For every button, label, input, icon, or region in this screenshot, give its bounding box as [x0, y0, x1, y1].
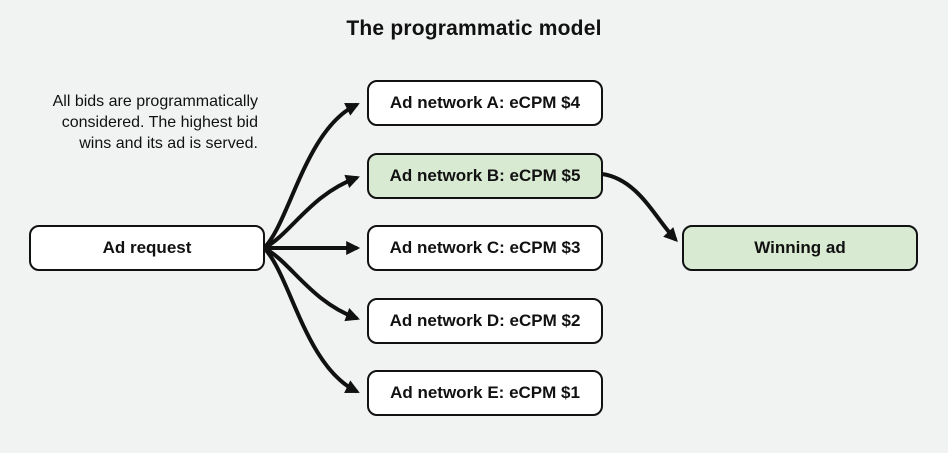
description-line: considered. The highest bid — [61, 114, 258, 131]
arrow-ad-request-to-network-a — [262, 103, 360, 250]
node-label: Ad network C: eCPM $3 — [389, 238, 581, 257]
arrow-ad-request-to-network-b — [262, 174, 360, 250]
diagram-title: The programmatic model — [346, 17, 602, 40]
arrow-ad-request-to-network-e — [262, 246, 360, 393]
diagram-description: All bids are programmatically considered… — [8, 91, 258, 154]
arrow-network-b-to-winning-ad — [600, 172, 678, 243]
node-ad-network-d: Ad network D: eCPM $2 — [367, 298, 603, 344]
node-label: Ad network B: eCPM $5 — [389, 166, 581, 185]
node-ad-network-b: Ad network B: eCPM $5 — [367, 153, 603, 199]
description-line: All bids are programmatically — [52, 93, 258, 110]
node-label: Winning ad — [754, 238, 846, 257]
node-label: Ad request — [102, 238, 192, 257]
arrow-ad-request-to-network-d — [262, 246, 360, 322]
node-label: Ad network A: eCPM $4 — [389, 93, 581, 112]
node-label: Ad network E: eCPM $1 — [390, 383, 580, 402]
description-line: wins and its ad is served. — [79, 135, 258, 152]
node-ad-network-a: Ad network A: eCPM $4 — [367, 80, 603, 126]
node-ad-network-e: Ad network E: eCPM $1 — [367, 370, 603, 416]
node-ad-network-c: Ad network C: eCPM $3 — [367, 225, 603, 271]
node-winning-ad: Winning ad — [682, 225, 918, 271]
node-label: Ad network D: eCPM $2 — [389, 311, 581, 330]
node-ad-request: Ad request — [29, 225, 265, 271]
